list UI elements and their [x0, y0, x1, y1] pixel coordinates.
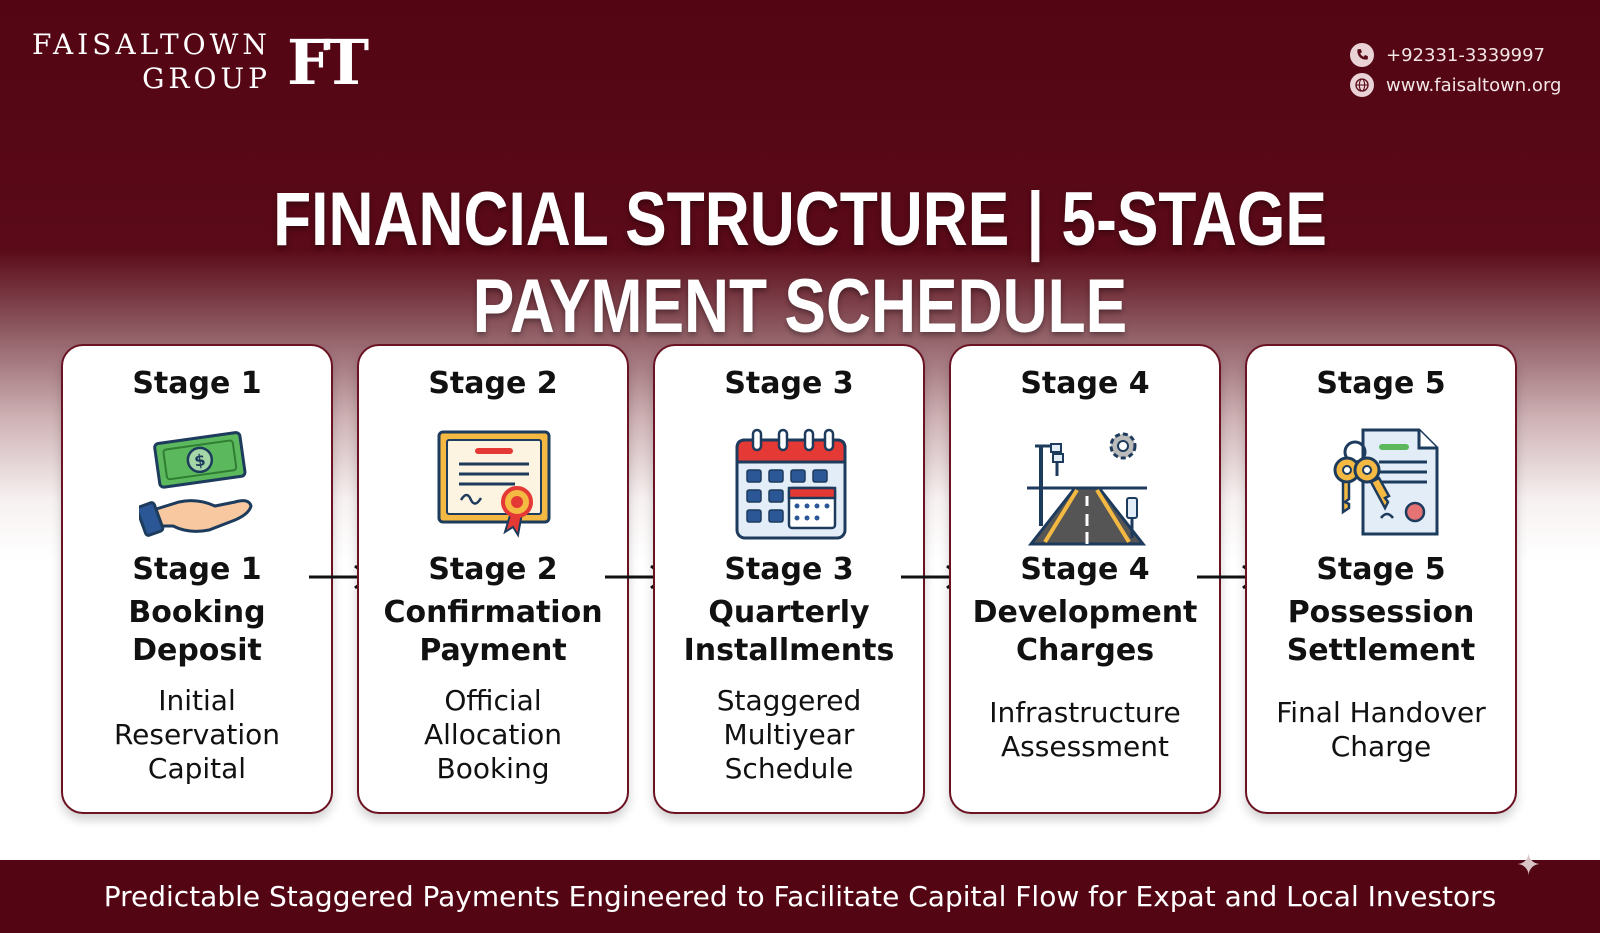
header: FAISALTOWN GROUP FT +92331-3339997 www.f… — [0, 0, 1600, 130]
stage-description: Initial Reservation Capital — [113, 684, 281, 785]
stage-card-4: Stage 4 Stage 4 Developm — [949, 344, 1221, 814]
stage-description: Staggered Multiyear Schedule — [716, 684, 862, 785]
website-row[interactable]: www.faisaltown.org — [1350, 70, 1561, 100]
stage-card-3: Stage 3 Stage 3 Quarterly — [653, 344, 925, 814]
footer-banner: Predictable Staggered Payments Engineere… — [0, 860, 1600, 933]
stage-label: Stage 1 — [132, 552, 262, 587]
stage-name: Quarterly Installments — [683, 595, 895, 668]
stage-card-heading: Stage 5 — [1316, 366, 1446, 401]
phone-row[interactable]: +92331-3339997 — [1350, 40, 1561, 70]
brand-line1: FAISALTOWN — [32, 28, 271, 61]
stage-name: Possession Settlement — [1286, 595, 1476, 668]
brand-logo-text: FAISALTOWN GROUP — [32, 28, 271, 96]
stage-name: Booking Deposit — [128, 595, 266, 668]
stage-description: Official Allocation Booking — [423, 684, 563, 785]
stage-card-2: Stage 2 Stage 2 Confirmation Payment Off… — [357, 344, 629, 814]
page-title: FINANCIAL STRUCTURE | 5-STAGE PAYMENT SC… — [273, 177, 1327, 349]
brand-mark: FT — [287, 26, 369, 99]
keys-document-icon — [1323, 426, 1443, 546]
stage-label: Stage 5 — [1316, 552, 1446, 587]
website-url: www.faisaltown.org — [1386, 74, 1562, 96]
sparkle-icon: ✦ — [1516, 848, 1542, 883]
stage-card-heading: Stage 1 — [132, 366, 262, 401]
cash-hand-icon: $ — [135, 426, 259, 546]
stage-card-heading: Stage 3 — [724, 366, 854, 401]
stage-card-5: Stage 5 Stage 5 Possession Settle — [1245, 344, 1517, 814]
contact-info: +92331-3339997 www.faisaltown.org — [1350, 40, 1561, 100]
phone-icon — [1350, 43, 1374, 67]
stages-row: Stage 1 $ Stage 1 Booking Deposit Initia… — [61, 344, 1541, 814]
footer-tagline: Predictable Staggered Payments Engineere… — [103, 880, 1497, 913]
stage-description: Infrastructure Assessment — [989, 696, 1181, 763]
stage-name: Confirmation Payment — [383, 595, 603, 668]
stage-card-heading: Stage 4 — [1020, 366, 1150, 401]
svg-text:$: $ — [193, 450, 207, 470]
stage-name: Development Charges — [972, 595, 1198, 668]
brand-line2: GROUP — [142, 62, 271, 95]
stage-label: Stage 4 — [1020, 552, 1150, 587]
calendar-icon — [731, 426, 851, 546]
stage-card-heading: Stage 2 — [428, 366, 558, 401]
road-icon — [1027, 426, 1147, 546]
stage-label: Stage 3 — [724, 552, 854, 587]
certificate-icon — [435, 426, 555, 546]
stage-card-1: Stage 1 $ Stage 1 Booking Deposit Initia… — [61, 344, 333, 814]
stage-label: Stage 2 — [428, 552, 558, 587]
phone-number: +92331-3339997 — [1386, 44, 1546, 66]
stage-description: Final Handover Charge — [1276, 696, 1486, 763]
globe-icon — [1350, 73, 1374, 97]
